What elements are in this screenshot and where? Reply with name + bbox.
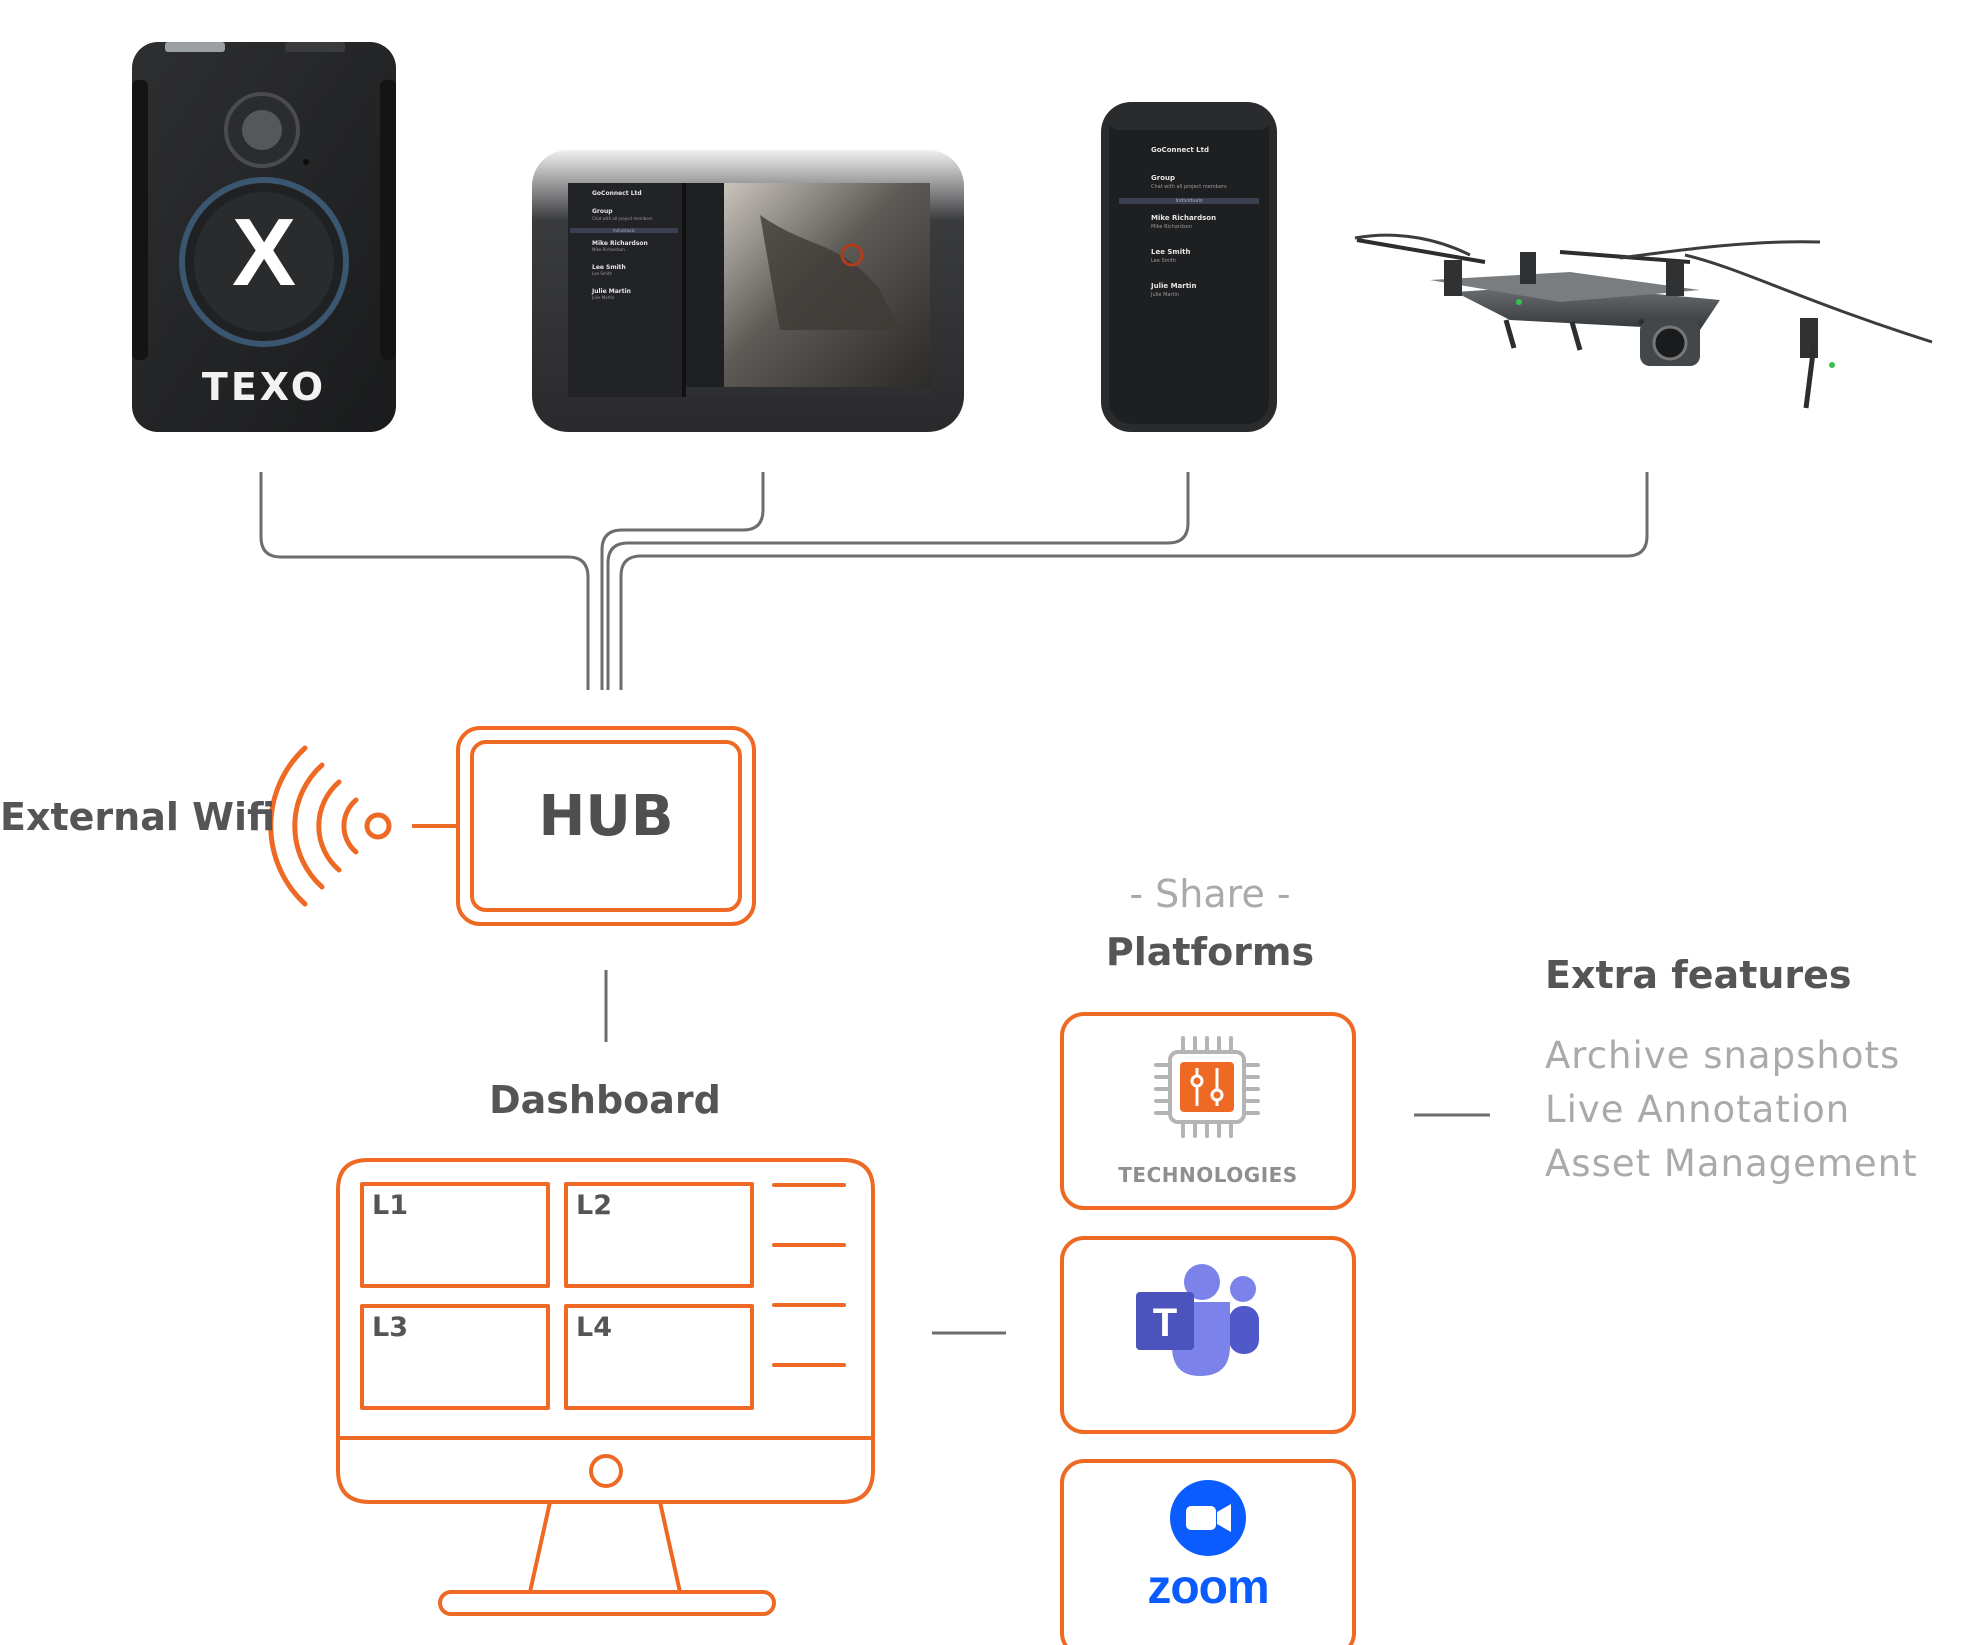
drone-icon [1354,233,1933,409]
phone-section-label: Individuals [1119,198,1259,204]
device-connectors [259,472,1649,690]
phone-icon [1101,102,1277,432]
chip-icon [1154,1036,1260,1138]
share-caption: - Share - [1129,872,1291,916]
extra-feature-item: Live Annotation [1545,1088,1851,1131]
tablet-contact-name: Lee Smith [592,264,626,271]
tablet-contact-name: Mike Richardson [592,240,648,247]
tablet-contact-name: Julie Martin [592,288,631,295]
dashboard-pane-label: L1 [372,1190,408,1221]
platforms-title: Platforms [1105,930,1315,974]
tablet-group-sub: Chat with all project members [592,216,653,221]
phone-chat-list: GoConnect Ltd Group Chat with all projec… [1111,134,1267,420]
dashboard-pane-label: L3 [372,1312,408,1343]
tablet-contact-sub: Lee Smith [592,271,613,276]
zoom-wordmark: zoom [1147,1561,1269,1614]
extra-features-title: Extra features [1545,953,1852,997]
wifi-icon [268,745,392,907]
tablet-group-name: Group [592,208,613,215]
hub-box [456,726,756,926]
phone-contact-name: Mike Richardson [1151,214,1217,222]
phone-group-sub: Chat with all project members [1151,184,1227,190]
external-wifi-label: External Wifi [0,795,276,839]
technologies-label: TECHNOLOGIES [1118,1163,1298,1187]
body-camera-icon [132,42,396,432]
phone-group-name: Group [1151,174,1176,182]
tablet-contact-sub: Julie Martin [592,295,615,300]
svg-text:T: T [1153,1301,1177,1345]
extra-feature-item: Asset Management [1545,1142,1918,1185]
zoom-icon [1170,1480,1246,1556]
dashboard-pane-label: L4 [576,1312,612,1343]
tablet-chat-list: GoConnect Ltd Group Chat with all projec… [570,186,680,391]
tablet-contact-sub: Mike Richardson [592,247,625,252]
phone-app-title: GoConnect Ltd [1151,146,1209,154]
tablet-icon [532,150,964,432]
dashboard-pane-label: L2 [576,1190,612,1221]
extra-feature-item: Archive snapshots [1545,1034,1901,1077]
teams-icon: T [1136,1264,1259,1376]
platform-box-outlines [1060,1012,1356,1645]
body-camera-logo: X [231,199,297,306]
tablet-app-title: GoConnect Ltd [592,190,642,197]
body-camera-brand: TEXO [201,365,327,409]
phone-contact-sub: Lee Smith [1151,258,1177,264]
phone-contact-name: Lee Smith [1151,248,1191,256]
dashboard-label: Dashboard [489,1078,721,1122]
monitor-icon [336,1158,875,1616]
phone-contact-sub: Julie Martin [1151,292,1180,298]
phone-contact-name: Julie Martin [1151,282,1197,290]
phone-contact-sub: Mike Richardson [1151,224,1192,230]
hub-label: HUB [538,783,674,849]
tablet-section-label: Individuals [570,228,678,233]
